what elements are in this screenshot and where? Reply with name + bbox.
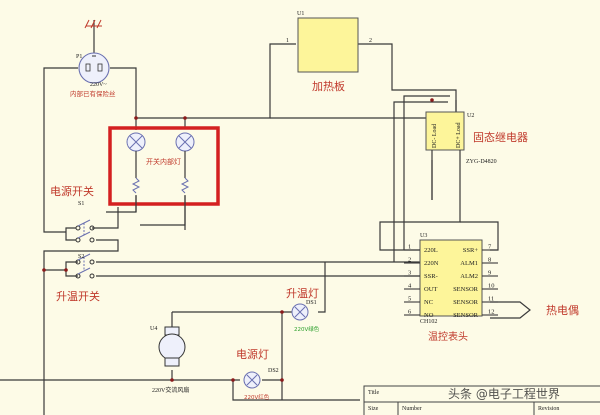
pin-name: SENSOR <box>453 299 479 306</box>
pin-number: 7 <box>488 244 492 251</box>
fan-u4: U4 220V交流风扇 <box>150 326 189 394</box>
controller-model: CH102 <box>420 319 437 325</box>
controller-ref: U3 <box>420 233 427 239</box>
title-block-title: Title <box>368 390 379 396</box>
pin-number: 11 <box>488 296 494 303</box>
pin-number: 9 <box>488 270 491 277</box>
title-block-number: Number <box>402 406 422 412</box>
switch-s2-label: 升温开关 <box>56 289 100 303</box>
ssr-label: 固态继电器 <box>473 131 528 144</box>
lamp-icon <box>175 132 195 152</box>
pin-number: 1 <box>408 244 411 251</box>
ssr-model: ZYG-D4820 <box>466 159 497 165</box>
heat-lamp-label: 升温灯 <box>286 287 319 300</box>
ssr-pin-left: DC- Load <box>432 124 438 148</box>
highlight-box <box>108 126 220 206</box>
plug-note: 内部已有保险丝 <box>70 89 116 98</box>
title-block-size: Size <box>368 406 379 412</box>
pin-name: 220L <box>424 247 438 254</box>
title-block-revision: Revision <box>538 406 559 412</box>
pin-name: OUT <box>424 286 437 293</box>
fan-ref: U4 <box>150 326 157 332</box>
pin-number: 4 <box>408 283 412 290</box>
ssr-ref: U2 <box>467 113 474 119</box>
controller-label: 温控表头 <box>428 330 468 343</box>
heater-pin1: 1 <box>286 38 289 44</box>
ground-icon <box>84 19 102 29</box>
pin-name: ALM1 <box>460 260 478 267</box>
heater-pin2: 2 <box>369 38 372 44</box>
pin-name: ALM2 <box>460 273 478 280</box>
title-block: Title Size Number Revision <box>363 385 600 415</box>
pin-number: 10 <box>488 283 495 290</box>
switch-s2-ref: S2 <box>78 254 84 260</box>
pin-number: 8 <box>488 257 491 264</box>
pin-number: 6 <box>408 309 412 316</box>
heat-lamp-color: 220V绿色 <box>294 325 320 333</box>
switch-s1: S1 电源开关 <box>50 184 95 243</box>
motor-icon <box>158 333 186 361</box>
pin-number: 12 <box>488 309 495 316</box>
ssr-pin-right: DC+ Load <box>456 122 462 148</box>
controller-u3: U3 CH102 温控表头 1 220L 2 220N 3 SSR- 4 OUT 5 NC 6 NO 7… <box>404 233 498 343</box>
power-lamp-ref: DS2 <box>268 368 279 374</box>
internal-lamps-group: 开关内部灯 <box>108 126 220 230</box>
pin-number: 2 <box>408 257 411 264</box>
junctions <box>42 98 434 382</box>
watermark: 头条 @电子工程世界 <box>448 386 560 401</box>
switch-s2: S2 升温开关 <box>56 253 100 303</box>
plug-ref: P1 <box>76 54 82 60</box>
pin-number: 3 <box>408 270 411 277</box>
lamps-box-label: 开关内部灯 <box>146 157 181 166</box>
heater-u1: U1 1 2 加热板 <box>286 11 372 93</box>
heater-label: 加热板 <box>312 79 345 93</box>
plug-p1: P1 220V~ 内部已有保险丝 <box>70 19 116 98</box>
pin-name: 220N <box>424 260 439 267</box>
pin-name: SSR+ <box>463 247 479 254</box>
pin-name: NO <box>424 312 434 319</box>
heat-lamp-ref: DS1 <box>306 300 317 306</box>
heater-ref: U1 <box>297 11 304 17</box>
fan-label: 220V交流风扇 <box>152 386 189 394</box>
switch-s1-label: 电源开关 <box>50 184 94 198</box>
power-lamp-ds2: DS2 电源灯 220V红色 <box>236 347 279 401</box>
switch-s1-ref: S1 <box>78 201 84 207</box>
pin-number: 5 <box>408 296 411 303</box>
ssr-u2: U2 DC- Load DC+ Load ZYG-D4820 固态继电器 <box>425 111 528 200</box>
pin-name: SENSOR <box>453 312 479 319</box>
thermocouple-label: 热电偶 <box>546 304 579 317</box>
pin-name: SSR- <box>424 273 438 280</box>
lamp-icon <box>126 132 146 152</box>
resistor-icon <box>180 177 190 194</box>
power-lamp-color: 220V红色 <box>244 393 270 401</box>
pin-name: NC <box>424 299 433 306</box>
plug-rating: 220V~ <box>90 82 107 88</box>
resistor-icon <box>131 177 141 194</box>
power-lamp-label: 电源灯 <box>236 347 269 361</box>
heat-lamp-ds1: DS1 升温灯 220V绿色 <box>286 287 320 333</box>
pin-name: SENSOR <box>453 286 479 293</box>
socket-icon <box>78 52 110 84</box>
